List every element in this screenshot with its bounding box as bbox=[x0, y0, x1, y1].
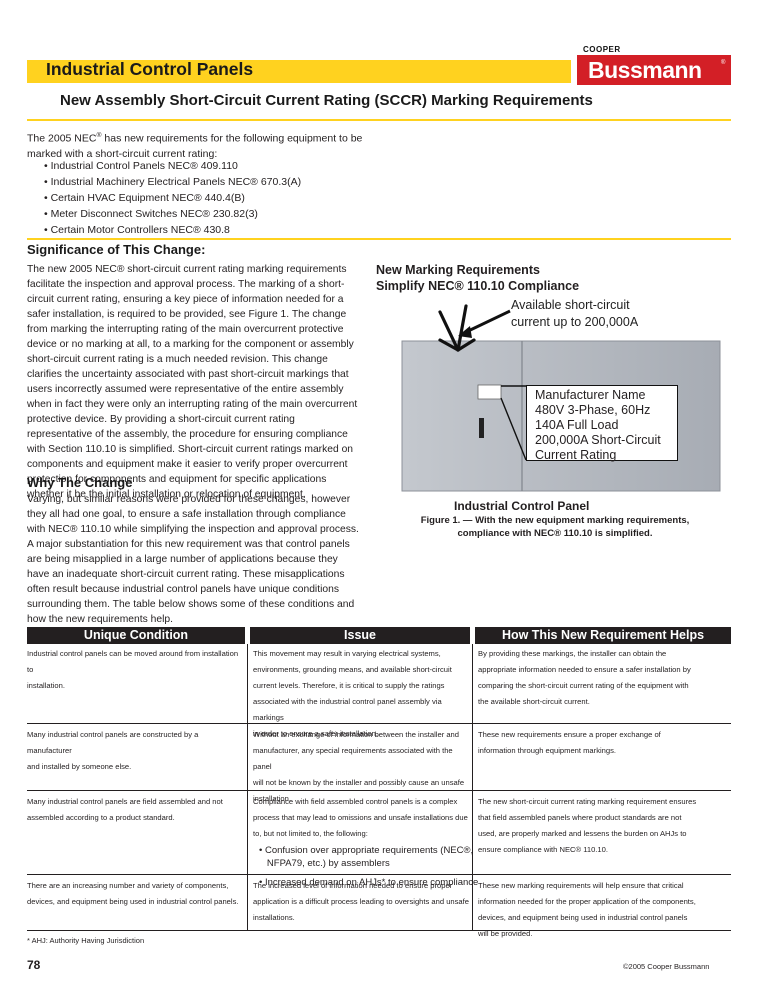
table-header-condition: Unique Condition bbox=[27, 627, 245, 644]
table-row-divider bbox=[27, 723, 731, 724]
table-cell-issue: The increased level of information neede… bbox=[253, 881, 469, 922]
table-column-divider bbox=[247, 644, 248, 930]
list-item: • Industrial Control Panels NEC® 409.110 bbox=[44, 160, 238, 172]
list-item: • Certain HVAC Equipment NEC® 440.4(B) bbox=[44, 192, 245, 204]
intro-paragraph: The 2005 NEC® has new requirements for t… bbox=[27, 132, 363, 160]
section-divider bbox=[27, 238, 731, 240]
page-subtitle: New Assembly Short-Circuit Current Ratin… bbox=[60, 92, 593, 109]
figure-caption: Figure 1. — With the new equipment marki… bbox=[420, 515, 690, 539]
page-section-title: Industrial Control Panels bbox=[46, 59, 254, 79]
figure-panel-name: Industrial Control Panel bbox=[454, 499, 590, 513]
panel-nameplate bbox=[477, 384, 502, 400]
table-row: Many industrial control panels are field… bbox=[27, 797, 223, 822]
table-row: Industrial control panels can be moved a… bbox=[27, 649, 239, 690]
requirements-list: • Industrial Control Panels NEC® 409.110… bbox=[44, 158, 301, 238]
short-circuit-arc-icon bbox=[438, 304, 476, 352]
table-cell-issue: Compliance with field assembled control … bbox=[253, 797, 479, 888]
bussmann-logo-text: Bussmann bbox=[588, 57, 702, 83]
table-row: There are an increasing number and varie… bbox=[27, 881, 239, 906]
significance-heading: Significance of This Change: bbox=[27, 242, 206, 257]
table-header-issue: Issue bbox=[250, 627, 470, 644]
table-row: Many industrial control panels are const… bbox=[27, 730, 199, 771]
significance-paragraph: The new 2005 NEC® short-circuit current … bbox=[27, 264, 358, 500]
table-cell-helps: By providing these markings, the install… bbox=[478, 649, 691, 706]
list-item: • Certain Motor Controllers NEC® 430.8 bbox=[44, 224, 230, 236]
callout-arrowhead bbox=[458, 326, 472, 338]
bussmann-logo bbox=[577, 55, 731, 85]
table-row-divider bbox=[27, 790, 731, 791]
table-cell-issue: This movement may result in varying elec… bbox=[253, 649, 452, 738]
panel-handle bbox=[479, 418, 484, 438]
page-number: 78 bbox=[27, 958, 41, 972]
label-leader-bottom bbox=[500, 397, 527, 461]
header-bar bbox=[27, 60, 571, 83]
callout-pointer bbox=[463, 309, 511, 335]
cooper-logo-text: COOPER bbox=[583, 45, 621, 54]
table-cell-issue: Without an exchange of information betwe… bbox=[253, 730, 465, 803]
list-item: • Industrial Machinery Electrical Panels… bbox=[44, 176, 302, 188]
copyright: ©2005 Cooper Bussmann bbox=[623, 962, 710, 971]
header-divider bbox=[27, 119, 731, 121]
list-item: • Meter Disconnect Switches NEC® 230.82(… bbox=[44, 208, 258, 220]
figure-title: New Marking Requirements Simplify NEC® 1… bbox=[376, 263, 580, 293]
table-cell-helps: These new marking requirements will help… bbox=[478, 881, 696, 938]
table-row-divider bbox=[27, 874, 731, 875]
sccr-marking-label: Manufacturer Name 480V 3-Phase, 60Hz 140… bbox=[526, 385, 678, 462]
table-column-divider bbox=[472, 644, 473, 930]
why-heading: Why The Change bbox=[27, 475, 133, 490]
table-cell-helps: The new short-circuit current rating mar… bbox=[478, 797, 697, 854]
table-header-helps: How This New Requirement Helps bbox=[475, 627, 731, 644]
available-current-callout: Available short-circuit current up to 20… bbox=[511, 298, 639, 329]
why-paragraph: Varying, but similar reasons were provid… bbox=[27, 494, 359, 625]
table-bottom-border bbox=[27, 930, 731, 931]
table-cell-helps: These new requirements ensure a proper e… bbox=[478, 730, 661, 755]
registered-mark-icon: ® bbox=[721, 60, 726, 66]
footnote: * AHJ: Authority Having Jurisdiction bbox=[27, 936, 145, 945]
